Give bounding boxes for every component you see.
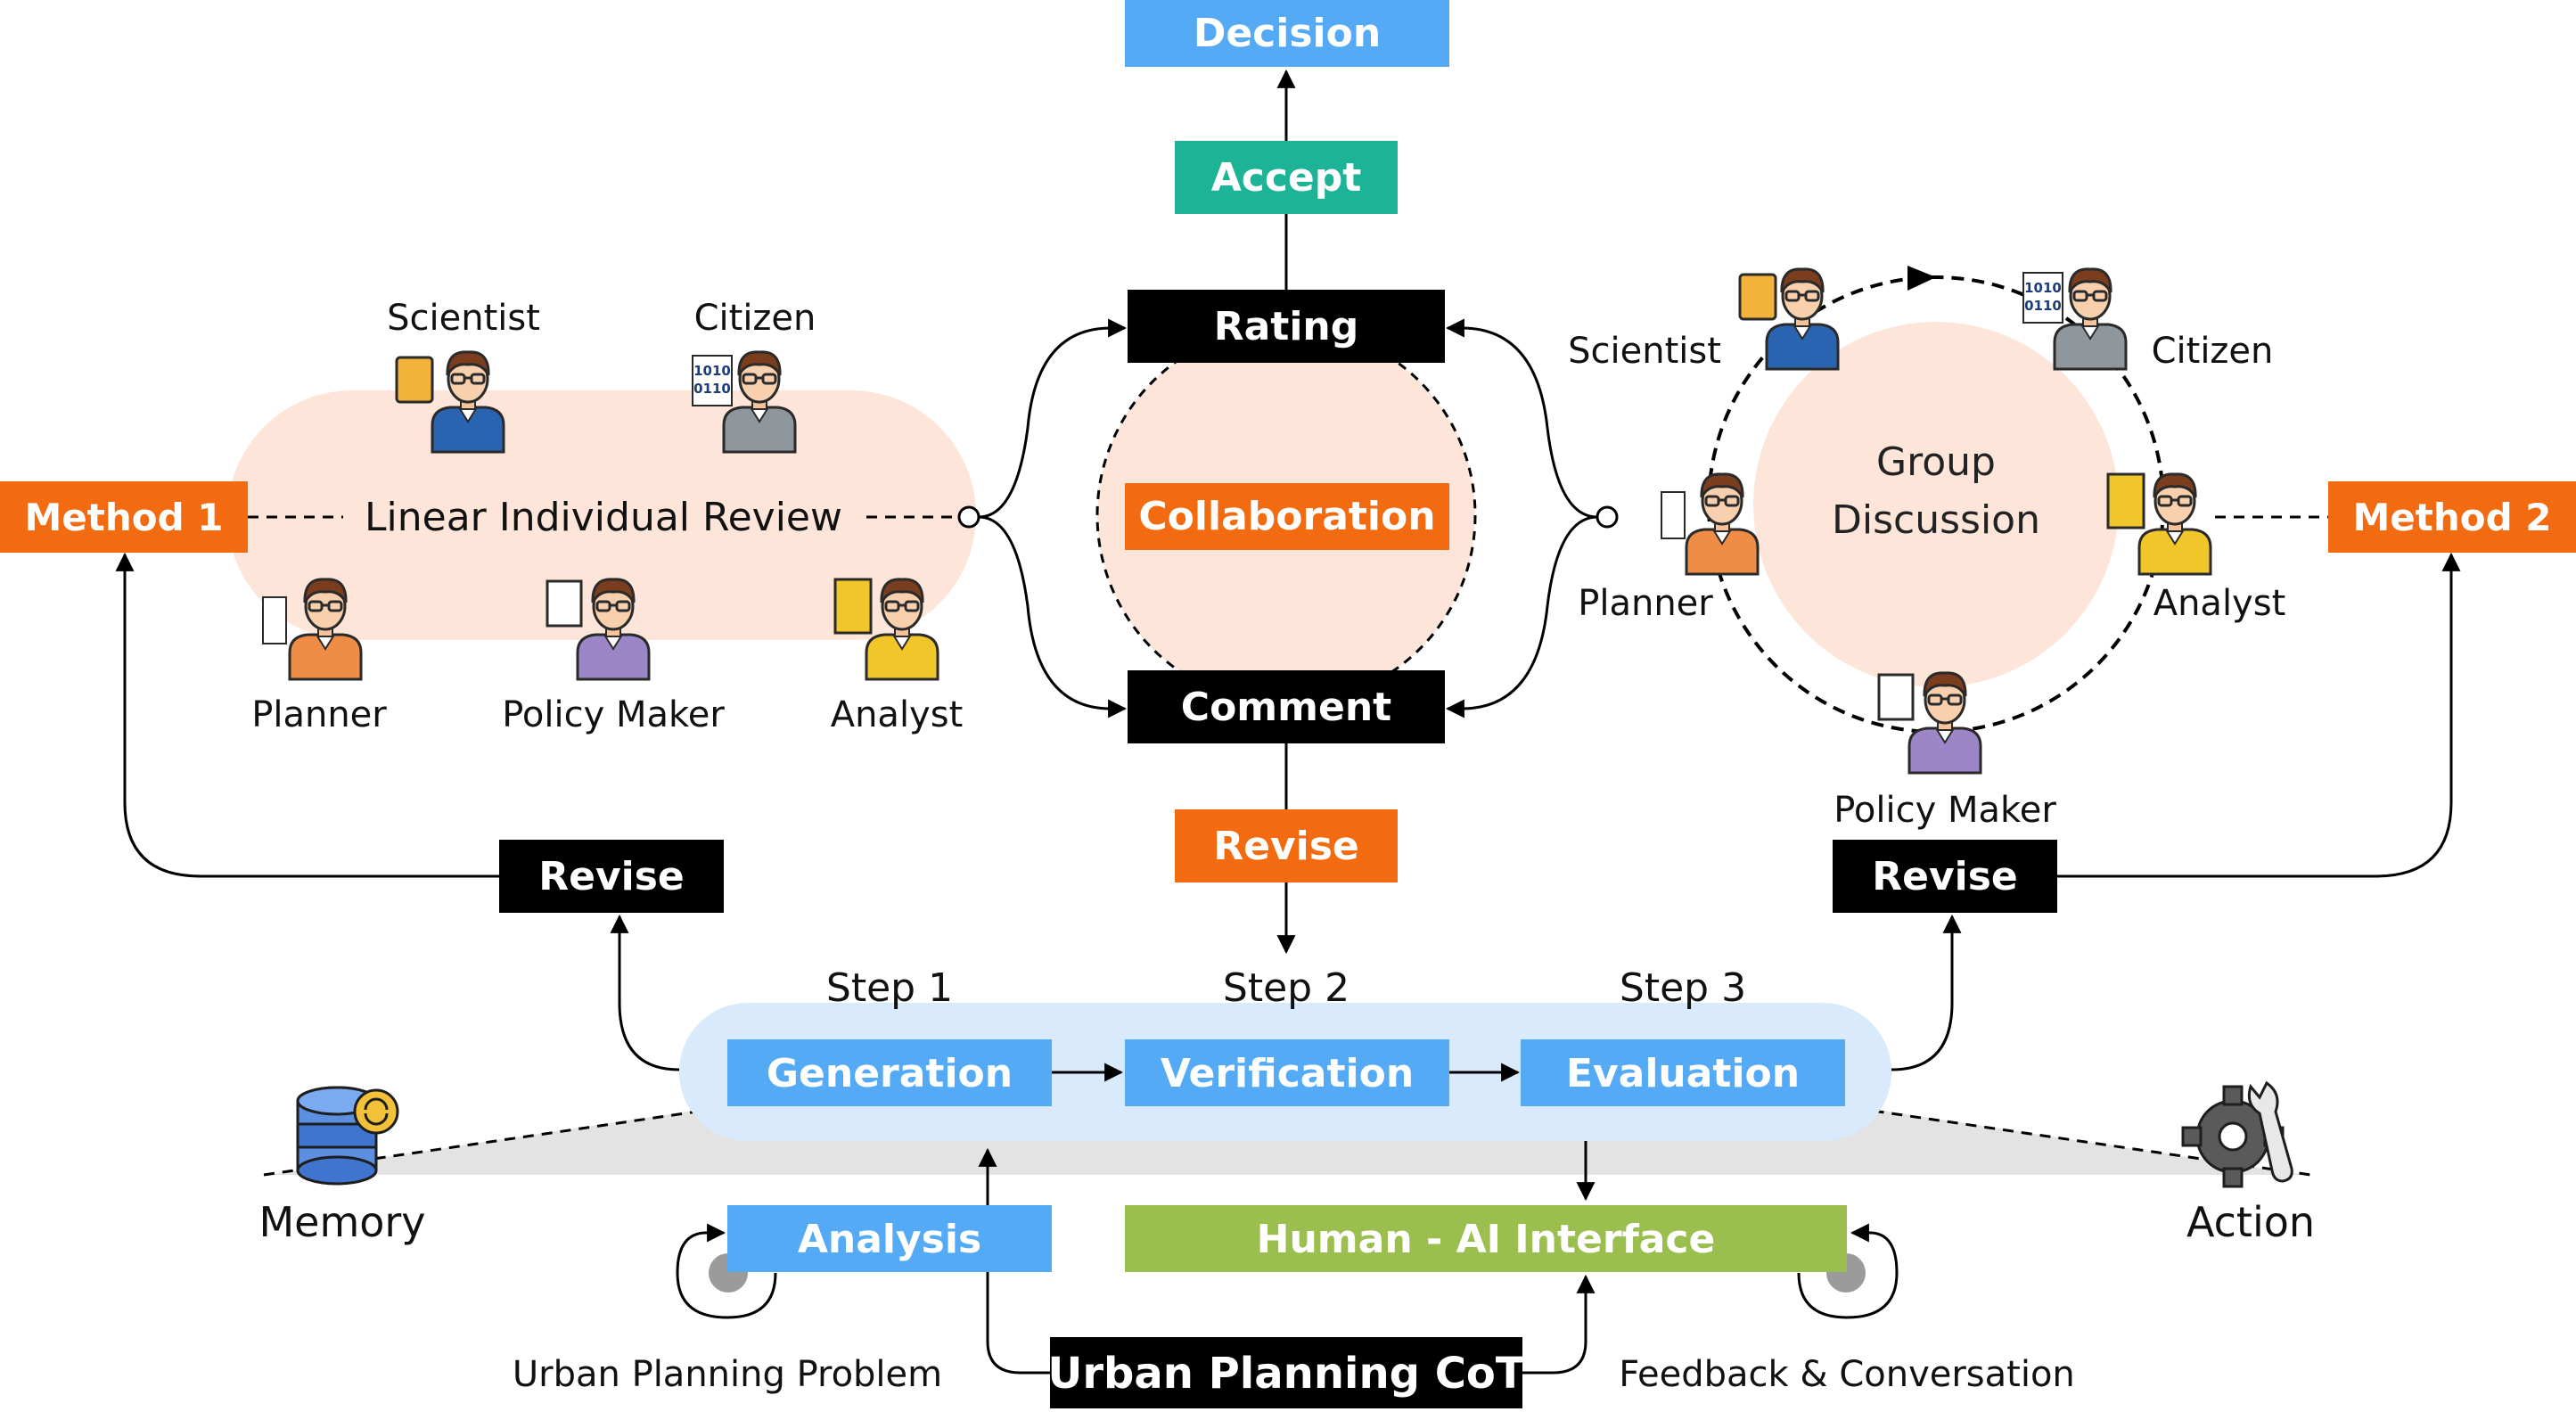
m1-citizen-label: Citizen bbox=[694, 298, 816, 339]
svg-text:Method 2: Method 2 bbox=[2352, 496, 2551, 539]
gear-wrench-icon bbox=[2181, 1080, 2293, 1188]
m2-analyst-icon bbox=[2106, 472, 2212, 576]
m2-planner-icon bbox=[1661, 472, 1760, 576]
code-screen-icon bbox=[2106, 472, 2145, 529]
svg-text:Generation: Generation bbox=[767, 1051, 1013, 1096]
svg-text:Rating: Rating bbox=[1214, 304, 1359, 349]
m1-scientist-label: Scientist bbox=[387, 298, 540, 339]
citizen-icon: 1010 0110 bbox=[692, 350, 797, 454]
verification-box: Verification bbox=[1125, 1039, 1449, 1106]
ring-arrow-head bbox=[1907, 266, 1936, 291]
code-screen-icon bbox=[833, 578, 873, 635]
svg-text:Revise: Revise bbox=[1213, 824, 1359, 869]
svg-text:Method 1: Method 1 bbox=[24, 496, 223, 539]
rating-box: Rating bbox=[1128, 290, 1445, 363]
svg-text:Comment: Comment bbox=[1181, 685, 1391, 730]
svg-text:1010: 1010 bbox=[693, 363, 731, 379]
method1-box: Method 1 bbox=[0, 481, 248, 553]
m1-analyst-label: Analyst bbox=[831, 694, 964, 735]
group-discussion-fill bbox=[1753, 322, 2119, 687]
action-label: Action bbox=[2186, 1198, 2315, 1246]
svg-text:Revise: Revise bbox=[538, 854, 685, 899]
svg-text:Revise: Revise bbox=[1872, 854, 2018, 899]
human-ai-interface-box: Human - AI Interface bbox=[1125, 1205, 1847, 1272]
collaboration-box: Collaboration bbox=[1125, 483, 1449, 550]
analysis-box: Analysis bbox=[727, 1205, 1052, 1272]
m1-planner-label: Planner bbox=[251, 694, 387, 735]
calculator-icon bbox=[395, 356, 434, 404]
step1-label: Step 1 bbox=[826, 965, 953, 1011]
document-pen-icon bbox=[546, 579, 583, 628]
center-revise-box: Revise bbox=[1175, 809, 1398, 882]
m2-scientist-label: Scientist bbox=[1568, 331, 1721, 372]
feedback-label: Feedback & Conversation bbox=[1619, 1354, 2075, 1395]
group-label-line1: Group bbox=[1876, 439, 1996, 485]
svg-text:Accept: Accept bbox=[1211, 155, 1362, 201]
policy-maker-icon bbox=[546, 578, 651, 681]
right-revise-box: Revise bbox=[1833, 840, 2057, 913]
m2-policy-maker-icon bbox=[1877, 671, 1982, 775]
memory-label: Memory bbox=[258, 1198, 425, 1246]
group-label-line2: Discussion bbox=[1832, 497, 2040, 543]
evaluation-box: Evaluation bbox=[1521, 1039, 1845, 1106]
m2-policy-maker-label: Policy Maker bbox=[1834, 790, 2056, 831]
m1-policy-maker-label: Policy Maker bbox=[502, 694, 725, 735]
svg-text:Decision: Decision bbox=[1194, 11, 1381, 56]
svg-text:0110: 0110 bbox=[2024, 298, 2062, 314]
scientist-icon bbox=[395, 350, 505, 454]
problem-label: Urban Planning Problem bbox=[513, 1354, 942, 1395]
decision-box: Decision bbox=[1125, 0, 1449, 67]
svg-text:0110: 0110 bbox=[693, 381, 731, 397]
svg-text:Human - AI Interface: Human - AI Interface bbox=[1257, 1217, 1716, 1262]
m2-citizen-label: Citizen bbox=[2152, 331, 2274, 372]
database-sync-icon bbox=[296, 1086, 399, 1186]
calculator-icon bbox=[1738, 273, 1777, 321]
generation-box: Generation bbox=[727, 1039, 1052, 1106]
svg-text:Collaboration: Collaboration bbox=[1138, 494, 1435, 539]
step3-label: Step 3 bbox=[1620, 965, 1746, 1011]
comment-box: Comment bbox=[1128, 670, 1445, 743]
svg-text:Analysis: Analysis bbox=[798, 1217, 981, 1262]
document-pen-icon bbox=[1877, 673, 1915, 721]
svg-text:1010: 1010 bbox=[2024, 280, 2062, 296]
left-revise-box: Revise bbox=[499, 840, 724, 913]
cot-box: Urban Planning CoT bbox=[1047, 1337, 1525, 1408]
planner-icon bbox=[262, 578, 363, 681]
step2-label: Step 2 bbox=[1223, 965, 1350, 1011]
svg-text:Evaluation: Evaluation bbox=[1566, 1051, 1800, 1096]
binary-code-icon bbox=[692, 355, 733, 406]
accept-box: Accept bbox=[1175, 141, 1398, 214]
svg-text:Urban Planning CoT: Urban Planning CoT bbox=[1047, 1349, 1525, 1399]
method2-box: Method 2 bbox=[2328, 481, 2576, 553]
binary-code-icon bbox=[2022, 272, 2063, 324]
svg-text:Verification: Verification bbox=[1161, 1051, 1414, 1096]
m2-citizen-icon: 1010 0110 bbox=[2022, 267, 2128, 371]
analyst-icon bbox=[833, 578, 939, 681]
m2-analyst-label: Analyst bbox=[2154, 583, 2286, 624]
m2-scientist-icon bbox=[1738, 267, 1840, 371]
m2-planner-label: Planner bbox=[1578, 583, 1713, 624]
linear-review-label: Linear Individual Review bbox=[365, 495, 842, 540]
